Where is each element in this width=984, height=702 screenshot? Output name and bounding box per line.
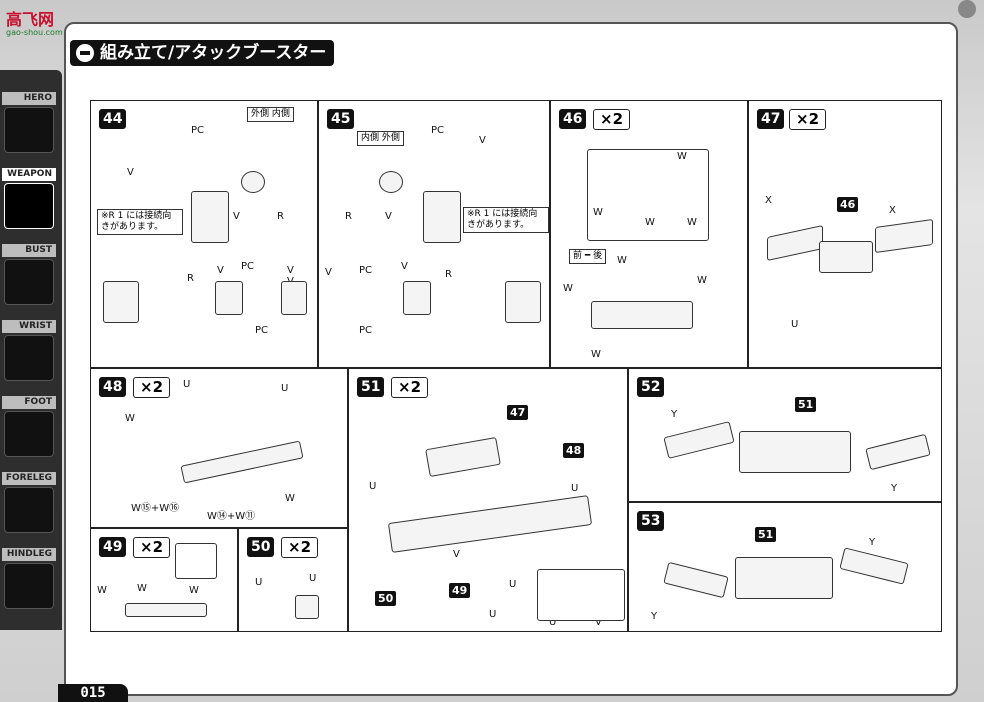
- sidebar-item-bust[interactable]: BUST: [0, 244, 58, 312]
- step-number: 45: [327, 109, 355, 129]
- step-number: 49: [99, 537, 127, 557]
- cap-part: [295, 595, 319, 619]
- connection-note: ※R 1 には接続向きがあります。: [463, 207, 549, 233]
- ref-number: 50: [375, 591, 397, 606]
- rail-part: [180, 440, 304, 484]
- ref-number: 47: [507, 405, 529, 420]
- assembled-part: [505, 281, 541, 323]
- booster-body: [387, 495, 593, 553]
- bolt-icon: [76, 44, 94, 62]
- step-44-panel: 44 PC V V R R V V PC PC V ※R 1 には接続向きがあり…: [90, 100, 318, 368]
- step-number: 51: [357, 377, 385, 397]
- foot-icon: [4, 411, 54, 457]
- wing-part: [663, 561, 729, 599]
- multiplier: ×2: [391, 377, 429, 398]
- rod-part: [125, 603, 207, 617]
- step-number: 48: [99, 377, 127, 397]
- sidebar-item-foreleg[interactable]: FORELEG: [0, 472, 58, 540]
- ref-number: 48: [563, 443, 585, 458]
- booster-body: [739, 431, 851, 473]
- detail-box: [537, 569, 625, 621]
- wheel-part: [379, 171, 403, 193]
- multiplier: ×2: [281, 537, 319, 558]
- weapon-icon: [4, 183, 54, 229]
- connection-note: ※R 1 には接続向きがあります。: [97, 209, 183, 235]
- step-47-panel: 47 ×2 46 X X U: [748, 100, 942, 368]
- step-53-panel: 53 51 Y Y: [628, 502, 942, 632]
- canopy-part: [425, 436, 501, 478]
- ref-number: 46: [837, 197, 859, 212]
- foreleg-icon: [4, 487, 54, 533]
- bust-icon: [4, 259, 54, 305]
- bracket-part: [403, 281, 431, 315]
- multiplier: ×2: [133, 537, 171, 558]
- direction-note: 前 ━ 後: [569, 249, 607, 264]
- ref-number: 51: [795, 397, 817, 412]
- core-part: [819, 241, 873, 273]
- wing-part: [839, 547, 909, 585]
- step-number: 46: [559, 109, 587, 129]
- sidebar-item-wrist[interactable]: WRIST: [0, 320, 58, 388]
- hero-icon: [4, 107, 54, 153]
- booster-body: [735, 557, 833, 599]
- joint-part: [191, 191, 229, 243]
- assembled-part: [103, 281, 139, 323]
- ref-number: 51: [755, 527, 777, 542]
- page-number: 015: [58, 684, 128, 702]
- wrist-icon: [4, 335, 54, 381]
- sidebar-item-hindleg[interactable]: HINDLEG: [0, 548, 58, 616]
- step-48-panel: 48 ×2 U U W W W⑮+W⑯ W⑭+W⑪: [90, 368, 348, 528]
- side-note: 内側 外側: [357, 131, 404, 146]
- bracket-part: [281, 281, 307, 315]
- multiplier: ×2: [789, 109, 827, 130]
- hindleg-icon: [4, 563, 54, 609]
- detail-box: [175, 543, 217, 579]
- step-52-panel: 52 51 Y Y: [628, 368, 942, 502]
- step-51-panel: 51 ×2 47 48 50 49 U U V U U U U V: [348, 368, 628, 632]
- wing-part: [663, 421, 735, 459]
- step-49-panel: 49 ×2 W W W: [90, 528, 238, 632]
- wing-part: [865, 433, 931, 471]
- wing-part: [767, 225, 823, 261]
- step-number: 50: [247, 537, 275, 557]
- bracket-part: [215, 281, 243, 315]
- sidebar-item-hero[interactable]: HERO: [0, 92, 58, 160]
- wheel-part: [241, 171, 265, 193]
- step-46-panel: 46 ×2 W W W W W W W W 前 ━ 後: [550, 100, 748, 368]
- joint-part: [423, 191, 461, 243]
- step-number: 52: [637, 377, 665, 397]
- multiplier: ×2: [593, 109, 631, 130]
- step-number: 47: [757, 109, 785, 129]
- frame-part: [591, 301, 693, 329]
- sidebar: HERO WEAPON BUST WRIST FOOT FORELEG HIND…: [0, 70, 62, 630]
- ref-number: 49: [449, 583, 471, 598]
- multiplier: ×2: [133, 377, 171, 398]
- step-45-panel: 45 PC V R V V PC V R PC ※R 1 には接続向きがあります…: [318, 100, 550, 368]
- step-50-panel: 50 ×2 U U: [238, 528, 348, 632]
- step-number: 44: [99, 109, 127, 129]
- side-note: 外側 内側: [247, 107, 294, 122]
- corner-bolt-icon: [958, 0, 976, 18]
- wing-part: [875, 218, 933, 254]
- page-title: 組み立て/アタックブースター: [70, 40, 335, 66]
- step-number: 53: [637, 511, 665, 531]
- detail-box: [587, 149, 709, 241]
- sidebar-item-foot[interactable]: FOOT: [0, 396, 58, 464]
- sidebar-item-weapon[interactable]: WEAPON: [0, 168, 58, 236]
